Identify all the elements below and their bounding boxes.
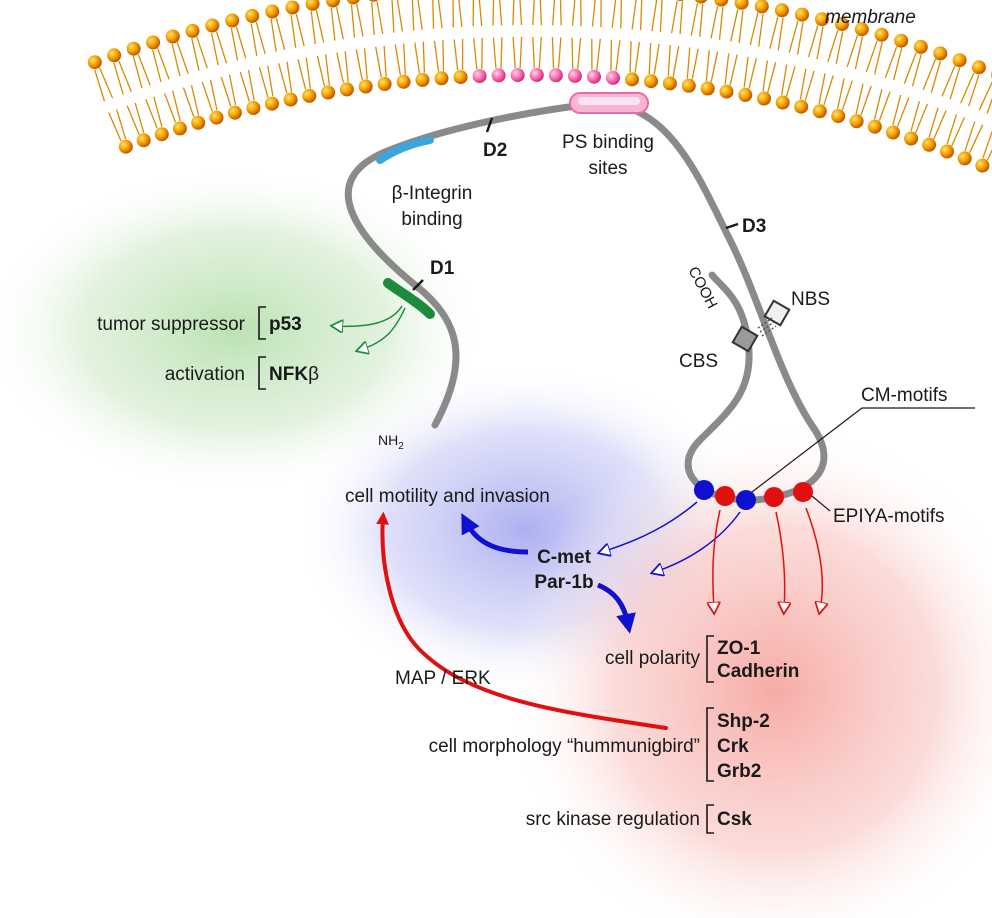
cbs-label: CBS	[679, 351, 718, 372]
grb2-label: Grb2	[717, 761, 761, 782]
cell-morphology-label: cell morphology “hummunigbird”	[429, 736, 700, 757]
ps-binding-label: PS binding	[562, 132, 654, 153]
membrane-label: membrane	[825, 7, 916, 28]
tumor-suppressor-label: tumor suppressor	[97, 314, 246, 335]
cm-motif-2	[736, 490, 756, 510]
epiya-motif-1	[715, 486, 735, 506]
red-glow	[505, 420, 992, 918]
cm-arrow-1	[602, 501, 698, 552]
crk-label: Crk	[717, 736, 749, 757]
cm-arrow-2	[655, 511, 741, 572]
lipid-bilayer	[87, 0, 992, 173]
integrin-binding-label-2: binding	[401, 209, 462, 230]
cbs-box	[731, 325, 759, 353]
d1-tick	[412, 279, 424, 291]
d1-arrow-p53	[335, 305, 403, 326]
csk-label: Csk	[717, 809, 752, 830]
d3-label: D3	[742, 216, 766, 237]
shp2-label: Shp-2	[717, 711, 770, 732]
cadherin-label: Cadherin	[717, 661, 799, 682]
n-terminus-label: NH2	[378, 432, 404, 452]
d3-tick	[725, 222, 739, 230]
par1b-label: Par-1b	[534, 572, 593, 593]
bracket-nfkb	[258, 356, 266, 390]
epiya-arrow-1	[713, 509, 720, 610]
d1-segment	[383, 278, 435, 319]
zo1-label: ZO-1	[717, 638, 761, 659]
integrin-binding-label: β-Integrin	[392, 183, 473, 204]
bracket-p53	[258, 306, 266, 340]
nbs-cbs-link	[757, 317, 777, 337]
activation-label: activation	[165, 364, 245, 385]
map-erk-arrow	[376, 511, 668, 730]
d2-label: D2	[483, 140, 507, 161]
cm-motifs-label: CM-motifs	[861, 385, 948, 406]
lipid-heads	[87, 0, 992, 173]
cm-motif-1	[694, 480, 714, 500]
protein-backbone	[344, 99, 828, 504]
ps-segment-highlight	[578, 97, 640, 105]
epiya-arrow-3	[805, 507, 822, 610]
epiya-motif-2	[764, 487, 784, 507]
p53-label: p53	[269, 314, 302, 335]
epiya-motifs-pointer	[811, 495, 831, 512]
d1-label: D1	[430, 258, 455, 279]
map-erk-label: MAP / ERK	[395, 668, 491, 689]
nbs-label: NBS	[791, 289, 830, 310]
bracket-csk	[706, 804, 714, 834]
cmet-label: C-met	[537, 547, 592, 568]
ps-binding-label-2: sites	[588, 158, 627, 179]
epiya-arrow-2	[775, 511, 785, 610]
par1b-to-polarity-arrow	[596, 582, 636, 634]
src-kinase-label: src kinase regulation	[526, 809, 700, 830]
lipid-tails	[94, 0, 992, 161]
cm-motifs-pointer	[751, 407, 975, 493]
bracket-polarity	[706, 635, 714, 683]
bracket-morphology	[706, 707, 714, 782]
nfkb-label: NFKβ	[269, 364, 319, 385]
d1-arrow-nfkb	[360, 307, 406, 350]
cell-polarity-label: cell polarity	[605, 648, 701, 669]
d2-tick	[485, 117, 494, 133]
epiya-motifs-label: EPIYA-motifs	[833, 506, 945, 527]
epiya-motif-3	[793, 482, 813, 502]
integrin-binding-segment	[376, 136, 434, 164]
cell-motility-label: cell motility and invasion	[345, 486, 550, 507]
nbs-box	[763, 299, 791, 327]
cmet-to-motility-arrow	[461, 513, 529, 555]
c-terminus-label: COOH	[684, 264, 720, 312]
